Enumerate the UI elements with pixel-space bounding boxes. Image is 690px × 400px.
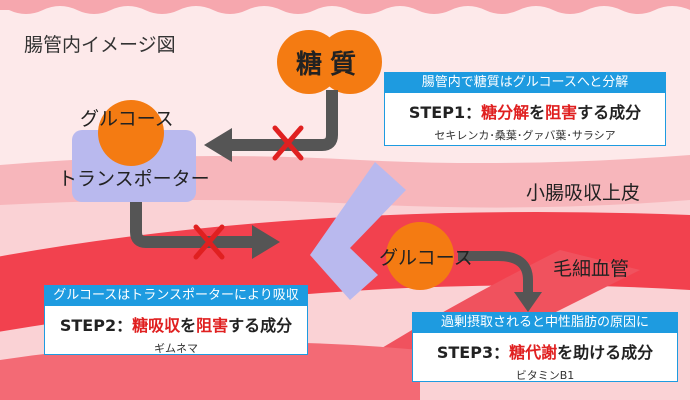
glucose-circle-2 <box>386 222 454 290</box>
step3-header: 過剰摂取されると中性脂肪の原因に <box>413 313 677 333</box>
step2-ingredients: ギムネマ <box>154 342 198 355</box>
step1-prefix: STEP1： <box>408 103 482 122</box>
capillary-label: 毛細血管 <box>553 258 630 280</box>
glucose-label-epithelium: グルコース <box>379 247 473 269</box>
step1-suffix: する成分 <box>577 103 642 122</box>
step2-box: グルコースはトランスポーターにより吸収 STEP2：糖吸収を阻害する成分 ギムネ… <box>44 285 308 355</box>
step1-ingredients: セキレンカ･桑葉･グァバ葉･サラシア <box>434 129 616 142</box>
blocked-mark-2 <box>193 224 225 260</box>
transporter-label: トランスポーター <box>58 168 210 190</box>
step3-highlight-1: 糖代謝 <box>509 343 558 362</box>
step2-title: STEP2：糖吸収を阻害する成分 <box>45 312 307 336</box>
step1-title: STEP1：糖分解を阻害する成分 <box>385 99 665 123</box>
diagram-title: 腸管内イメージ図 <box>24 34 176 56</box>
step3-ingredients: ビタミンB1 <box>515 369 575 382</box>
arrow-head-1 <box>204 128 232 162</box>
step3-title: STEP3：糖代謝を助ける成分 <box>413 339 677 363</box>
epithelium-label: 小腸吸収上皮 <box>526 182 641 204</box>
step2-suffix: する成分 <box>228 316 293 335</box>
wavy-edge <box>0 0 690 14</box>
sugar-circle-right <box>318 30 382 94</box>
sugar-label: 糖質 <box>295 50 364 80</box>
glucose-label-lumen: グルコース <box>80 108 174 130</box>
step2-highlight-1: 糖吸収 <box>132 316 181 335</box>
blood-vessel-lower <box>0 342 420 400</box>
step2-highlight-2: 阻害 <box>196 316 229 335</box>
step3-box: 過剰摂取されると中性脂肪の原因に STEP3：糖代謝を助ける成分 ビタミンB1 <box>412 312 678 382</box>
step1-box: 腸管内で糖質はグルコースへと分解 STEP1：糖分解を阻害する成分 セキレンカ･… <box>384 72 666 146</box>
step2-middle: を <box>180 316 197 335</box>
arrow-head-2 <box>252 225 280 259</box>
transporter-shape-2 <box>310 162 406 300</box>
glucose-circle-1 <box>98 100 164 166</box>
step1-highlight-2: 阻害 <box>545 103 578 122</box>
step3-prefix: STEP3： <box>436 343 510 362</box>
step1-header: 腸管内で糖質はグルコースへと分解 <box>385 73 665 93</box>
arrow-head-3 <box>514 292 542 312</box>
step2-prefix: STEP2： <box>59 316 133 335</box>
step3-suffix: を助ける成分 <box>557 343 654 362</box>
step2-header: グルコースはトランスポーターにより吸収 <box>45 286 307 306</box>
step1-highlight-1: 糖分解 <box>481 103 530 122</box>
arrow-transporter-to-cell <box>130 202 254 248</box>
step1-middle: を <box>529 103 546 122</box>
arrow-sugar-to-glucose <box>228 90 338 151</box>
arrow-glucose-to-capillary <box>458 251 533 296</box>
blocked-mark-1 <box>272 125 304 161</box>
